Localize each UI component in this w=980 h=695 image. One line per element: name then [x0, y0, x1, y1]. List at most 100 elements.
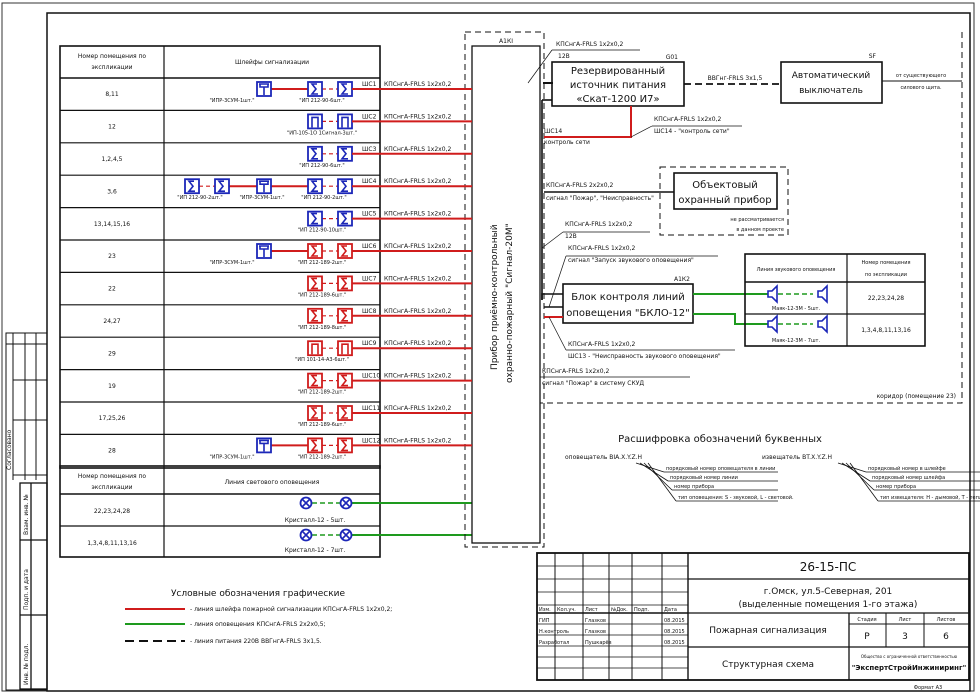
- breaker-tag: SF: [869, 53, 877, 60]
- room-number: 3,6: [107, 188, 117, 195]
- light-table: Номер помещения по экспликации Линия све…: [59, 465, 381, 558]
- smoke-detector-icon: [337, 405, 353, 421]
- device-caption: "ИП 212-189-6шт.": [298, 422, 347, 428]
- device-caption: "ИПР-3СУМ-1шт.": [239, 195, 284, 201]
- sound-room-1: 22,23,24,28: [868, 295, 904, 302]
- speaker-icon: [767, 314, 778, 334]
- smoke-detector-icon: [337, 178, 353, 195]
- light-room-1: 22,23,24,28: [94, 508, 130, 515]
- bklo-loop13: ШС13 - "Неисправность звукового оповещен…: [568, 353, 721, 360]
- sheets-value: 6: [943, 632, 949, 642]
- room-number: 12: [108, 124, 116, 131]
- light-header-room-1: Номер помещения по: [78, 473, 147, 480]
- legend-item-1: - линия шлейфа пожарной сигнализации КПС…: [190, 606, 392, 613]
- stage-value: Р: [864, 632, 870, 642]
- room-number: 24,27: [103, 318, 120, 325]
- heat-detector-icon: [337, 340, 353, 357]
- legend-item-2: - линия оповещения КПСнгА-FRLS 2x2x0,5;: [190, 621, 326, 628]
- loop-cable-label: КПСнгА-FRLS 1x2x0,2: [384, 211, 451, 218]
- loop-cable-label: КПСнгА-FRLS 1x2x0,2: [384, 178, 451, 185]
- bklo-cable-12v: КПСнгА-FRLS 1x2x0,2: [565, 221, 632, 228]
- legend-title: Условные обозначения графические: [171, 589, 346, 599]
- decoding-left: порядковый номер оповещателя в линиипоря…: [635, 462, 794, 502]
- device-caption: "ИП 212-90-10шт.": [298, 228, 347, 234]
- device-caption: "ИП 212-189-2шт.": [298, 260, 347, 266]
- address-line2: (выделенные помещения 1-го этажа): [739, 600, 918, 610]
- psu-line2: источник питания: [570, 80, 666, 91]
- loop-id: ШС7: [362, 275, 377, 282]
- light-device-1: Кристалл-12 - 5шт.: [285, 517, 346, 524]
- device-caption: "ИП 212-90-2шт.": [301, 195, 346, 201]
- device-caption: "ИП 101-14-А3-6шт.": [295, 357, 349, 363]
- format-label: Формат А3: [914, 685, 942, 691]
- system-name: Пожарная сигнализация: [709, 626, 827, 636]
- breaker-block: Автоматический выключатель SF от существ…: [780, 53, 962, 104]
- smoke-detector-icon: [307, 243, 323, 259]
- sound-header-room-2: по экспликации: [865, 272, 907, 278]
- loop-cable-label: КПСнгА-FRLS 1x2x0,2: [384, 437, 451, 444]
- company-caption: Общество с ограниченной ответственностью: [861, 654, 958, 659]
- device-caption: "ИП 212-189-2шт.": [298, 454, 347, 460]
- sound-header-line: Линия звукового оповещения: [757, 267, 836, 273]
- stamp-header: Дата: [664, 607, 677, 613]
- side-label-replaced: Взам. инв. №: [23, 494, 30, 535]
- smoke-detector-icon: [337, 437, 353, 454]
- loop-cable-label: КПСнгА-FRLS 1x2x0,2: [384, 146, 451, 153]
- corridor-boundary: [540, 32, 963, 404]
- loop-id: ШС10: [362, 373, 380, 380]
- psu-line1: Резервированный: [571, 66, 665, 77]
- loop-id: ШС8: [362, 308, 377, 315]
- loop-id: ШС12: [362, 437, 380, 444]
- loop-cable-label: КПСнгА-FRLS 1x2x0,2: [384, 113, 451, 120]
- legend: Условные обозначения графические - линия…: [125, 589, 392, 645]
- device-caption: "ИПР-3СУМ-1шт.": [209, 98, 254, 104]
- speaker-icon: [767, 284, 778, 304]
- smoke-detector-icon: [214, 178, 230, 195]
- sound-device-1: Маяк-12-ЗМ - 5шт.: [772, 306, 821, 312]
- sheets-label: Листов: [937, 617, 956, 623]
- psu-voltage: 12В: [558, 53, 570, 60]
- security-cable: КПСнгА-FRLS 2x2x0,2: [546, 182, 613, 189]
- bklo-block: Блок контроля линий оповещения "БКЛО-12"…: [540, 221, 770, 387]
- smoke-detector-icon: [337, 243, 353, 259]
- sheet-code: 26-15-ПС: [800, 560, 857, 574]
- light-annunciator-icon: [339, 496, 353, 510]
- decoding-item: порядковый номер в шлейфе: [868, 465, 946, 472]
- manual-call-point-icon: [256, 437, 272, 454]
- panel-tag: А1КI: [499, 38, 513, 45]
- signer-role: Н.контроль: [539, 629, 569, 635]
- loops-table: Номер помещения по экспликации Шлейфы си…: [59, 45, 452, 557]
- loop-cable-label: КПСнгА-FRLS 1x2x0,2: [384, 340, 451, 347]
- smoke-detector-icon: [337, 307, 353, 324]
- signer-name: Глазков: [585, 618, 606, 624]
- bklo-cable-skud: КПСнгА-FRLS 1x2x0,2: [542, 368, 609, 375]
- loop-id: ШС9: [362, 340, 377, 347]
- stamp-header: Подп.: [634, 607, 650, 613]
- sound-device-2: Маяк-12-ЗМ - 7шт.: [772, 338, 821, 344]
- signer-date: 08.2015: [664, 640, 685, 646]
- room-number: 13,14,15,16: [94, 221, 130, 228]
- breaker-line2: выключатель: [799, 86, 863, 96]
- smoke-detector-icon: [337, 145, 353, 162]
- smoke-detector-icon: [307, 210, 323, 227]
- breaker-line1: Автоматический: [792, 71, 871, 81]
- room-number: 29: [108, 350, 116, 357]
- power-cable-label: ВВГнг-FRLS 3x1,5: [708, 75, 763, 82]
- bklo-cable-start: КПСнгА-FRLS 1x2x0,2: [568, 245, 635, 252]
- loop-id: ШС5: [362, 211, 377, 218]
- signer-name: Глазков: [585, 629, 606, 635]
- bklo-signal-skud: сигнал "Пожар" в систему СКУД: [542, 380, 644, 387]
- sound-header-room-1: Номер помещения: [862, 260, 911, 266]
- decoding-item: номер прибора: [876, 484, 916, 490]
- speaker-icon: [817, 314, 828, 334]
- loop-cable-label: КПСнгА-FRLS 1x2x0,2: [384, 81, 451, 88]
- light-annunciator-icon: [299, 528, 313, 542]
- light-devices: [299, 496, 472, 542]
- loops-header-room-2: экспликации: [91, 64, 132, 71]
- device-caption: "ИП 212-189-8шт.": [298, 325, 347, 331]
- security-line1: Объектовый: [692, 180, 758, 191]
